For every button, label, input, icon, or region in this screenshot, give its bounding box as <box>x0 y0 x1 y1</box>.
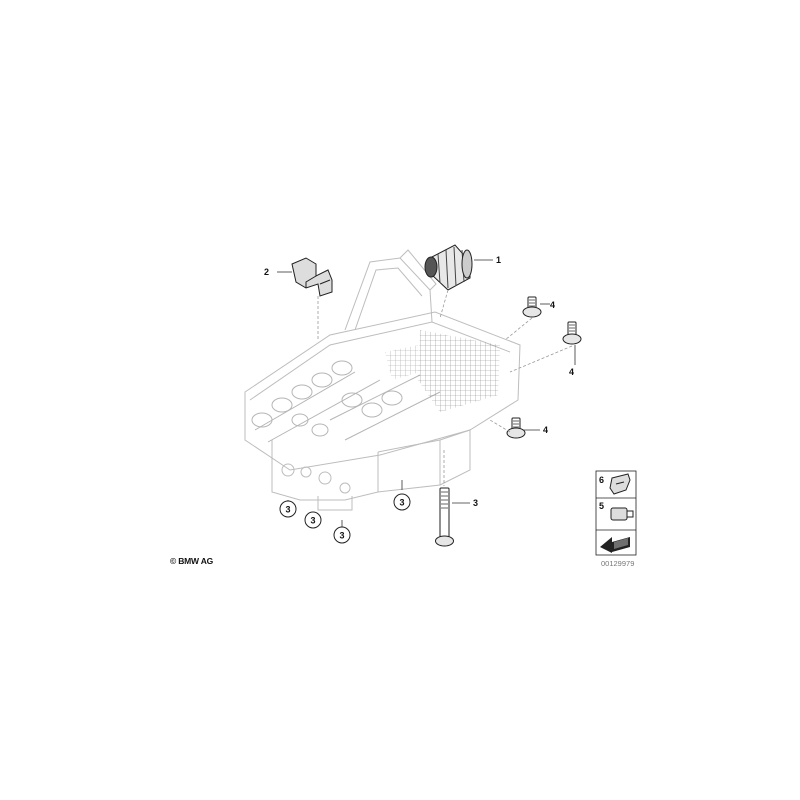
svg-text:3: 3 <box>399 498 404 508</box>
callout-4-right: 4 <box>569 367 574 377</box>
part-4-screw-c <box>506 417 526 439</box>
part-4-screw-a <box>522 296 542 318</box>
callout-1: 1 <box>496 255 501 265</box>
svg-text:3: 3 <box>285 505 290 515</box>
legend-box: 6 5 <box>595 470 637 556</box>
arrow-icon <box>600 537 630 553</box>
svg-text:3: 3 <box>339 531 344 541</box>
callout-3-circle-d: 3 <box>393 493 411 511</box>
hatched-plate <box>385 330 500 412</box>
callout-3-circle-b: 3 <box>304 511 322 529</box>
clamp-icon <box>609 473 631 495</box>
connector-icon <box>610 507 634 521</box>
leader-lines <box>277 259 576 527</box>
valve-body-drawing <box>244 249 521 511</box>
part-1-sleeve <box>424 244 473 291</box>
callout-3-circle-a: 3 <box>279 500 297 518</box>
callout-3-bolt: 3 <box>473 498 478 508</box>
part-4-screw-b <box>562 321 582 345</box>
svg-text:3: 3 <box>310 516 315 526</box>
callout-2: 2 <box>264 267 269 277</box>
legend-item-6: 6 <box>599 475 604 485</box>
callout-4-top: 4 <box>550 300 555 310</box>
callouts: 1 2 4 4 4 3 3 3 3 3 <box>264 255 574 544</box>
legend-item-5: 5 <box>599 501 604 511</box>
callout-4-bottom: 4 <box>543 425 548 435</box>
part-3-long-bolt <box>435 487 454 547</box>
callout-3-circle-c: 3 <box>333 526 351 544</box>
part-2-clip <box>291 257 333 297</box>
copyright-text: © BMW AG <box>170 556 214 566</box>
document-number: 00129979 <box>601 559 635 568</box>
